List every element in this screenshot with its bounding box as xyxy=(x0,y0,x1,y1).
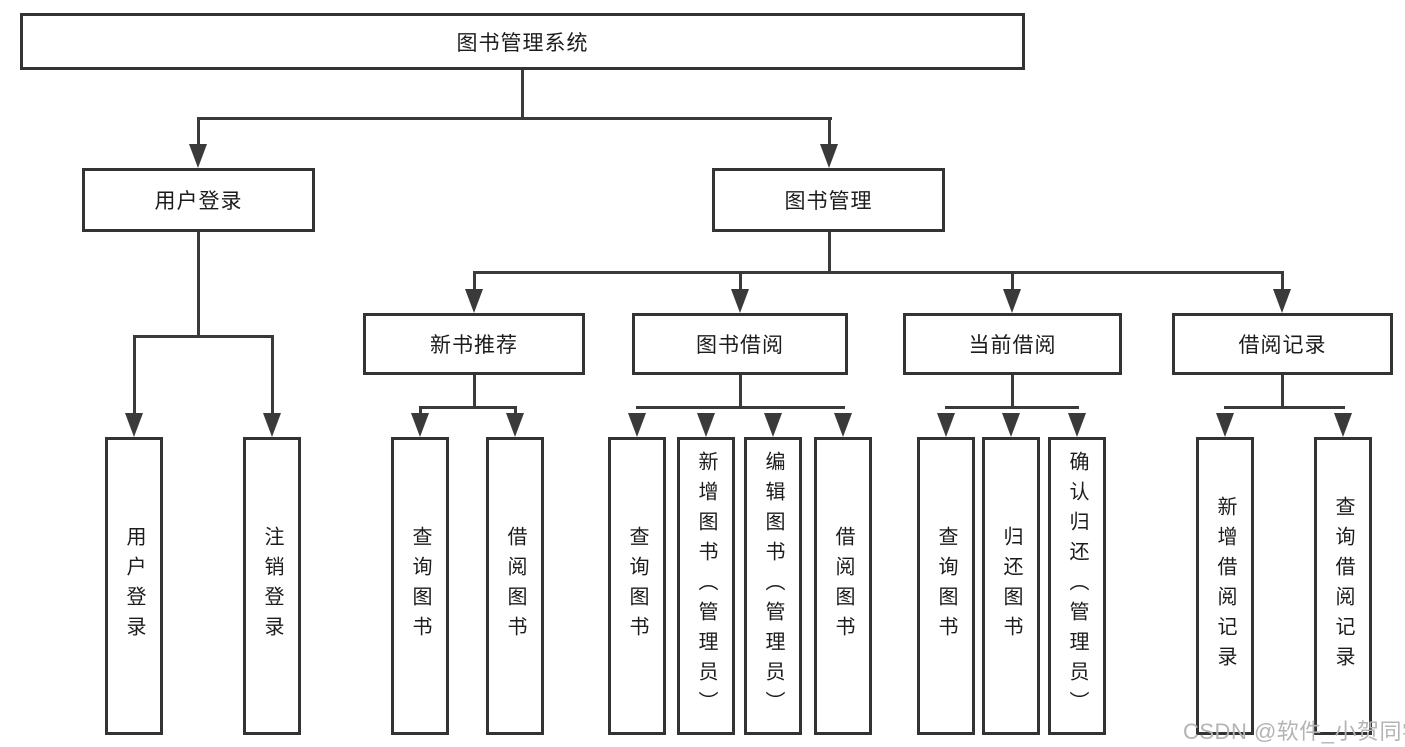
connector-line xyxy=(197,232,200,336)
connector-line xyxy=(1011,271,1014,292)
node-label: 查询借阅记录 xyxy=(1332,496,1354,676)
arrowhead-icon xyxy=(411,413,429,437)
node-label: 新增借阅记录 xyxy=(1214,496,1236,676)
node-book-borrowing: 图书借阅 xyxy=(632,313,848,375)
node-label: 查询图书 xyxy=(935,526,957,646)
node-label: 注销登录 xyxy=(261,526,283,646)
connector-line xyxy=(1281,375,1284,407)
leaf-user-login: 用户登录 xyxy=(105,437,163,735)
connector-line xyxy=(945,406,1079,409)
arrowhead-icon xyxy=(764,413,782,437)
node-label: 借阅记录 xyxy=(1238,334,1327,357)
node-user-login-branch: 用户登录 xyxy=(82,168,315,232)
connector-line xyxy=(828,232,831,272)
leaf-query-books-current: 查询图书 xyxy=(917,437,975,735)
connector-line xyxy=(419,406,422,415)
arrowhead-icon xyxy=(1068,413,1086,437)
arrowhead-icon xyxy=(1003,289,1021,313)
node-label: 新书推荐 xyxy=(430,334,518,357)
connector-line xyxy=(739,375,742,407)
connector-line xyxy=(473,271,1284,274)
arrowhead-icon xyxy=(1334,413,1352,437)
connector-line xyxy=(133,335,136,415)
leaf-return-books: 归还图书 xyxy=(982,437,1040,735)
connector-line xyxy=(271,335,274,415)
csdn-watermark: CSDN @软件_小贺同学 xyxy=(1183,719,1405,744)
arrowhead-icon xyxy=(1216,413,1234,437)
leaf-confirm-return-admin: 确认归还（管理员） xyxy=(1048,437,1106,735)
node-label: 归还图书 xyxy=(1000,526,1022,646)
node-label: 新增图书（管理员） xyxy=(695,451,717,721)
node-current-borrowing: 当前借阅 xyxy=(903,313,1122,375)
connector-line xyxy=(514,406,517,415)
leaf-query-borrow-record: 查询借阅记录 xyxy=(1314,437,1372,735)
node-label: 图书借阅 xyxy=(696,334,784,357)
leaf-edit-books-admin: 编辑图书（管理员） xyxy=(744,437,802,735)
arrowhead-icon xyxy=(465,289,483,313)
connector-line xyxy=(133,335,274,338)
leaf-borrow-books-recommend: 借阅图书 xyxy=(486,437,544,735)
leaf-logout: 注销登录 xyxy=(243,437,301,735)
node-borrowing-records: 借阅记录 xyxy=(1172,313,1393,375)
node-new-book-recommendation: 新书推荐 xyxy=(363,313,585,375)
node-label: 图书管理 xyxy=(784,190,873,213)
arrowhead-icon xyxy=(834,413,852,437)
leaf-query-books-recommend: 查询图书 xyxy=(391,437,449,735)
node-library-management-system: 图书管理系统 xyxy=(20,13,1025,70)
node-label: 查询图书 xyxy=(626,526,648,646)
connector-line xyxy=(473,375,476,407)
node-label: 查询图书 xyxy=(409,526,431,646)
arrowhead-icon xyxy=(125,413,143,437)
arrowhead-icon xyxy=(1273,289,1291,313)
arrowhead-icon xyxy=(820,144,838,168)
arrowhead-icon xyxy=(189,144,207,168)
node-label: 图书管理系统 xyxy=(456,31,589,55)
arrowhead-icon xyxy=(937,413,955,437)
leaf-add-books-admin: 新增图书（管理员） xyxy=(677,437,735,735)
node-label: 当前借阅 xyxy=(968,334,1057,357)
leaf-query-books-borrowing: 查询图书 xyxy=(608,437,666,735)
connector-line xyxy=(1281,271,1284,292)
connector-line xyxy=(197,117,832,120)
leaf-add-borrow-record: 新增借阅记录 xyxy=(1196,437,1254,735)
connector-line xyxy=(1224,406,1345,409)
connector-line xyxy=(828,118,831,146)
connector-line xyxy=(636,406,845,409)
arrowhead-icon xyxy=(697,413,715,437)
connector-line xyxy=(473,271,476,292)
arrowhead-icon xyxy=(731,289,749,313)
leaf-borrow-books: 借阅图书 xyxy=(814,437,872,735)
arrowhead-icon xyxy=(1002,413,1020,437)
node-book-management-branch: 图书管理 xyxy=(712,168,945,232)
node-label: 用户登录 xyxy=(123,526,145,646)
node-label: 借阅图书 xyxy=(504,526,526,646)
node-label: 确认归还（管理员） xyxy=(1066,451,1088,721)
arrowhead-icon xyxy=(263,413,281,437)
arrowhead-icon xyxy=(506,413,524,437)
connector-line xyxy=(1011,375,1014,407)
node-label: 编辑图书（管理员） xyxy=(762,451,784,721)
node-label: 借阅图书 xyxy=(832,526,854,646)
arrowhead-icon xyxy=(628,413,646,437)
connector-line xyxy=(521,70,524,118)
connector-line xyxy=(419,406,517,409)
connector-line xyxy=(739,271,742,292)
node-label: 用户登录 xyxy=(154,190,243,213)
connector-line xyxy=(197,118,200,146)
